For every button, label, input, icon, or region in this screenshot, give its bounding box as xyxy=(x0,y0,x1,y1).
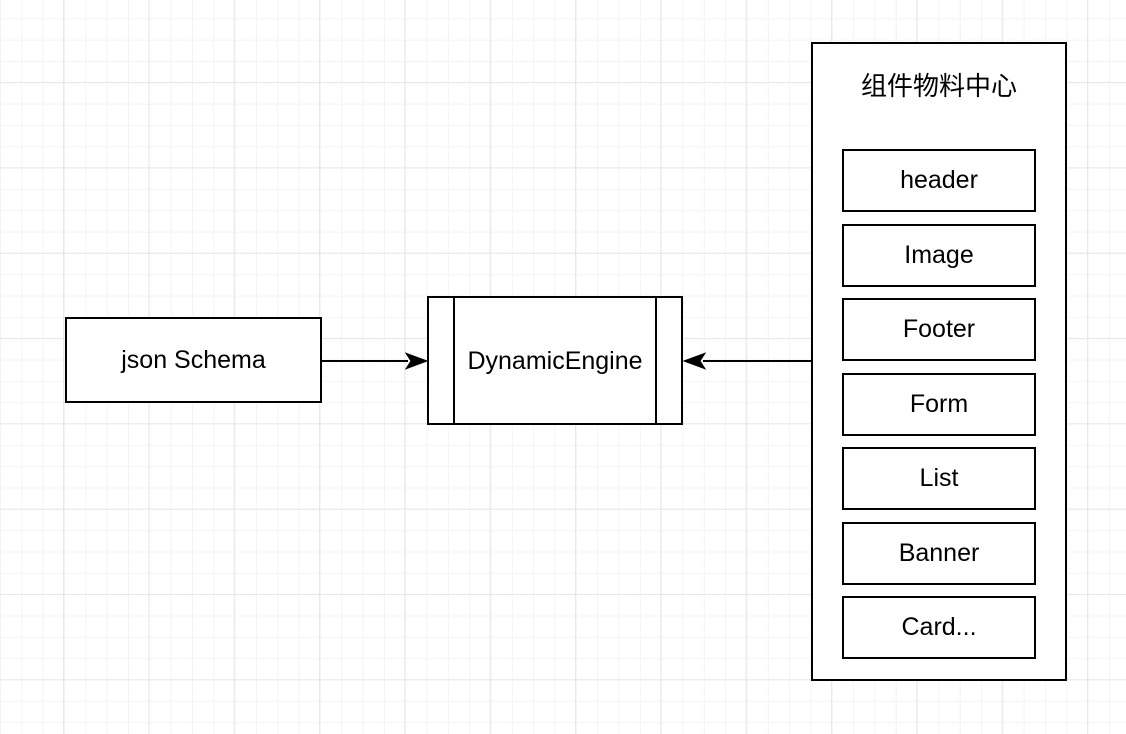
arrow-json-schema-to-dynamic-engine[interactable] xyxy=(322,352,429,370)
arrow-material-center-to-dynamic-engine[interactable] xyxy=(682,352,811,370)
json-schema-label: json Schema xyxy=(121,346,266,374)
dynamic-engine-node[interactable]: DynamicEngine xyxy=(427,296,683,425)
material-item-list[interactable]: List xyxy=(842,447,1036,510)
material-item-banner[interactable]: Banner xyxy=(842,521,1036,585)
material-center-container[interactable]: 组件物料中心 header Image Footer Form List Ban… xyxy=(811,42,1067,681)
dynamic-engine-label: DynamicEngine xyxy=(467,346,643,375)
material-item-form[interactable]: Form xyxy=(842,372,1036,436)
json-schema-node[interactable]: json Schema xyxy=(65,317,322,403)
material-center-title: 组件物料中心 xyxy=(860,71,1017,101)
material-item-footer[interactable]: Footer xyxy=(842,298,1036,361)
process-bar-right xyxy=(655,298,657,423)
arrowhead-left-icon xyxy=(682,352,707,370)
material-item-image[interactable]: Image xyxy=(842,223,1036,287)
material-items-list: header Image Footer Form List Banner Car… xyxy=(842,149,1036,659)
arrowhead-right-icon xyxy=(404,352,429,370)
material-item-card[interactable]: Card... xyxy=(842,596,1036,659)
process-bar-left xyxy=(453,298,455,423)
material-item-header[interactable]: header xyxy=(842,149,1036,212)
